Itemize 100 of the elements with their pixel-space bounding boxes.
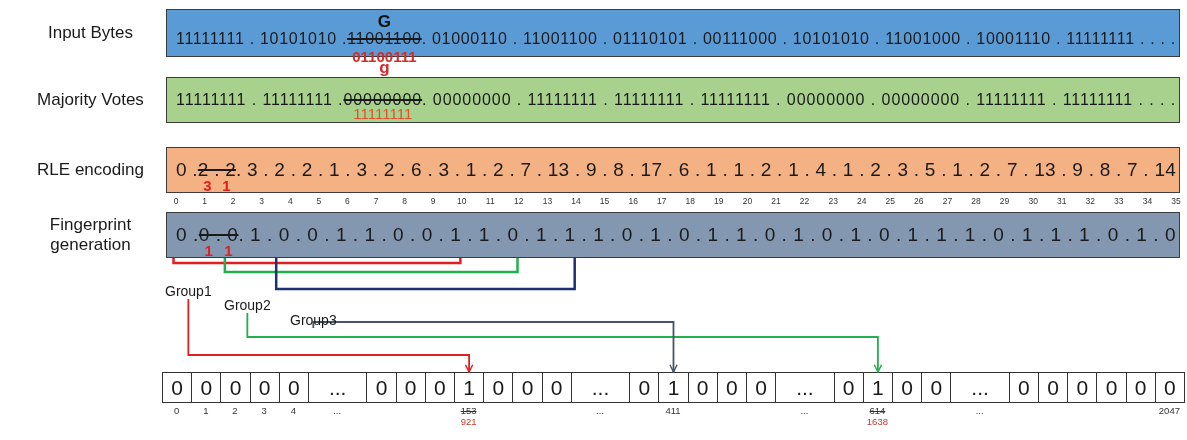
index-number: 35: [1171, 196, 1181, 206]
correction-text: G: [377, 12, 391, 32]
index-number: 13: [542, 196, 553, 206]
bit-sequence: 11111111 . 10101010 .: [176, 30, 348, 47]
index-number: 2: [230, 196, 236, 206]
bit-cell: ...: [308, 372, 368, 403]
index-number: 18: [685, 196, 695, 206]
index-number: 10: [456, 196, 467, 206]
row-label: Fingerprint generation: [48, 215, 133, 255]
index-number: ...: [596, 405, 604, 416]
bit-cell: 0: [424, 372, 455, 403]
bit-cell: 0: [1067, 372, 1098, 403]
index-number: 24: [856, 196, 867, 206]
index-number: 34: [1142, 196, 1153, 206]
bit-cell: 0: [249, 372, 280, 403]
data-band: [166, 147, 1180, 193]
index-number: 3: [261, 405, 267, 416]
index-number: 23: [828, 196, 838, 206]
index-number: 22: [799, 196, 810, 206]
index-number: 32: [1085, 196, 1095, 206]
bit-sequence: . 3 . 2 . 2 . 1 . 3 . 2 . 6 . 3 . 1 . 2 . 7 . 13 . 9 . 8 . 17 . 6 . 1 . 1 . 2 . 1 . 4 . 1 . 2 . 3 . 5 . 1 . 2 . 7 . 13 . 9 . 8 . 7 . 14: [236, 159, 1176, 180]
index-number: 29: [999, 196, 1010, 206]
index-number: 20: [742, 196, 753, 206]
index-number: 7: [373, 196, 379, 206]
bit-cell: 1: [658, 372, 689, 403]
bit-cell: 0: [687, 372, 718, 403]
bit-cell: 0: [162, 372, 193, 403]
index-number: 26: [914, 196, 924, 206]
arrow: [187, 298, 474, 373]
bit-cell: 0: [512, 372, 543, 403]
index-number: 30: [1028, 196, 1038, 206]
bit-cell: 1: [862, 372, 893, 403]
bit-sequence: 11111111 . 11111111 .: [176, 91, 344, 108]
bit-cell: ...: [775, 372, 835, 403]
bit-cell: 0: [1125, 372, 1156, 403]
index-number: 9: [430, 196, 436, 206]
index-number: 614: [869, 405, 886, 416]
index-number: 27: [942, 196, 953, 206]
bit-sequence: 0 .: [176, 159, 198, 180]
index-number: 19: [714, 196, 724, 206]
index-number: 1: [203, 405, 209, 416]
index-number: 5: [316, 196, 322, 206]
data-band: [166, 212, 1180, 258]
index-number: 33: [1114, 196, 1124, 206]
data-band: [166, 77, 1180, 123]
bit-cell: 1: [454, 372, 485, 403]
index-number: 4: [287, 196, 293, 206]
corrected-index: 921: [460, 416, 477, 427]
bit-cell: 0: [395, 372, 426, 403]
index-number: 31: [1056, 196, 1067, 206]
struck-value: 11001100: [347, 30, 422, 47]
bit-cell: 0: [629, 372, 660, 403]
group-label: Group2: [224, 297, 271, 313]
index-number: 153: [460, 405, 477, 416]
index-number: 2: [232, 405, 238, 416]
bit-sequence: 0 .: [176, 224, 199, 245]
bit-cell: 0: [746, 372, 777, 403]
correction-text: 11111111: [353, 105, 413, 123]
index-number: 28: [971, 196, 981, 206]
bit-cell: 0: [1008, 372, 1039, 403]
index-number: ...: [975, 405, 984, 416]
index-number: 11: [485, 196, 495, 206]
index-number: ...: [333, 405, 342, 416]
bit-cell: 0: [541, 372, 572, 403]
bit-cell: 0: [1096, 372, 1127, 403]
row-label: RLE encoding: [36, 160, 145, 180]
index-number: 411: [665, 405, 681, 416]
index-number: 0: [173, 196, 179, 206]
bit-cell: 0: [716, 372, 747, 403]
bit-cell: ...: [950, 372, 1010, 403]
index-number: 17: [656, 196, 667, 206]
bit-cell: 0: [278, 372, 309, 403]
index-number: 14: [571, 196, 581, 206]
index-number: 6: [345, 196, 350, 206]
index-number: 16: [628, 196, 638, 206]
index-number: 1: [202, 196, 207, 206]
bit-sequence: . 01000110 . 11001100 . 01110101 . 00111000 . 10101010 . 11001000 . 10001110 . 11111111 . . . .: [421, 30, 1176, 47]
arrow: [246, 312, 883, 373]
bit-cell: 0: [921, 372, 952, 403]
index-number: 15: [599, 196, 610, 206]
row-label: Majority Votes: [36, 90, 145, 110]
bit-cell: 0: [366, 372, 397, 403]
bit-cell: 0: [1154, 372, 1185, 403]
corrected-index: 1638: [866, 416, 888, 427]
index-number: 0: [173, 405, 180, 416]
bit-cell: 0: [220, 372, 251, 403]
bit-cell: ...: [570, 372, 631, 403]
bit-cell: 0: [191, 372, 222, 403]
bit-sequence: . 00000000 . 11111111 . 11111111 . 11111111 . 00000000 . 00000000 . 11111111 . 11111111 . . . .: [422, 91, 1176, 108]
bit-cell: 0: [483, 372, 514, 403]
bit-cell: 0: [1038, 372, 1069, 403]
index-number: 21: [771, 196, 781, 206]
bit-cell: 0: [833, 372, 864, 403]
row-label: Input Bytes: [46, 23, 135, 43]
index-number: ...: [800, 405, 809, 416]
struck-value: 00000000: [343, 91, 423, 108]
index-number: 4: [290, 405, 297, 416]
index-number: 12: [514, 196, 524, 206]
group-label: Group3: [290, 312, 337, 328]
bit-cell: 0: [892, 372, 923, 403]
